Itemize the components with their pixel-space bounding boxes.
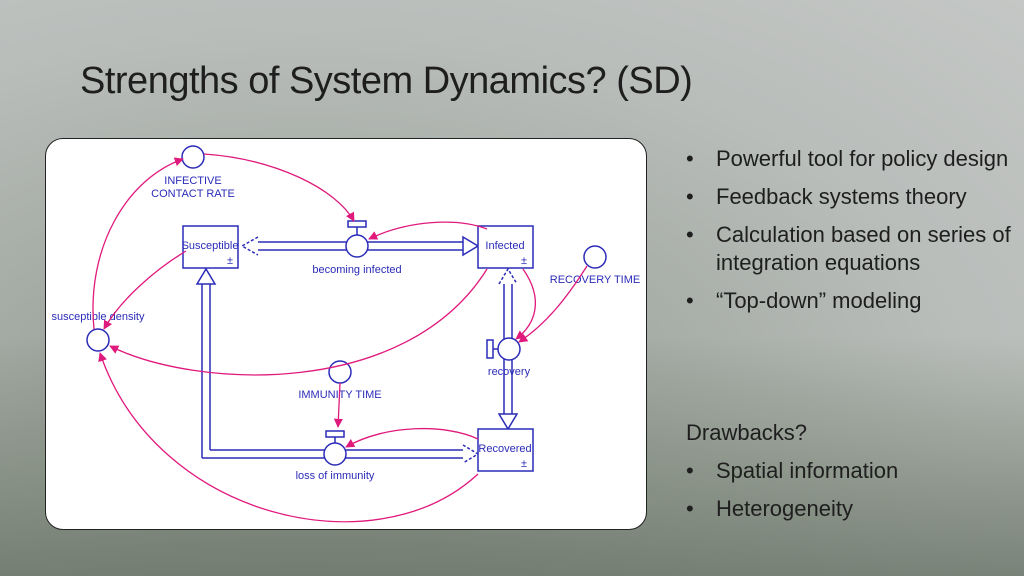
stock-recovered-sign: ± [521, 458, 527, 470]
diagram-canvas: Susceptible ± Infected ± Recovered ± bec… [52, 145, 640, 523]
link-contact-rate-to-becoming-infected [203, 153, 355, 222]
link-infected-to-density [109, 268, 488, 376]
aux-infective-contact-rate [181, 145, 205, 169]
strength-item: Feedback systems theory [686, 183, 1016, 211]
link-recovered-to-density [98, 352, 479, 523]
strength-item: “Top-down” modeling [686, 287, 1016, 315]
link-infected-to-becoming-infected [368, 221, 488, 240]
stock-susceptible-label: Susceptible [182, 240, 239, 252]
flow-valve-loss-of-immunity [323, 430, 347, 466]
stock-infected-label: Infected [485, 240, 524, 252]
slide-title: Strengths of System Dynamics? (SD) [80, 60, 693, 102]
aux-infective-contact-rate-label-2: CONTACT RATE [151, 188, 235, 200]
drawback-item: Heterogeneity [686, 495, 1016, 523]
stock-susceptible: Susceptible ± [182, 225, 239, 269]
stock-recovered-label: Recovered [478, 443, 531, 455]
link-infected-to-recovery [515, 268, 537, 340]
stock-recovered: Recovered ± [477, 428, 534, 472]
strengths-list: Powerful tool for policy design Feedback… [686, 145, 1016, 325]
drawback-item: Spatial information [686, 457, 1016, 485]
drawbacks-heading: Drawbacks? [686, 420, 808, 445]
flow-valve-recovery [486, 337, 521, 361]
aux-recovery-time-label: RECOVERY TIME [550, 274, 640, 286]
stock-flow-diagram: Susceptible ± Infected ± Recovered ± bec… [45, 138, 647, 530]
link-recovered-to-loss [345, 427, 479, 448]
link-immunity-time-to-loss [333, 382, 343, 428]
link-susceptible-to-density [103, 250, 187, 330]
flow-becoming-infected-label: becoming infected [312, 264, 401, 276]
aux-infective-contact-rate-label-1: INFECTIVE [164, 175, 221, 187]
aux-susceptible-density-label: susceptible density [52, 311, 145, 323]
flow-loss-of-immunity-label: loss of immunity [296, 470, 375, 482]
strength-item: Calculation based on series of integrati… [686, 221, 1016, 277]
drawbacks-list: Spatial information Heterogeneity [686, 457, 1016, 533]
link-recovery-time-to-recovery [518, 265, 588, 343]
aux-recovery-time [583, 245, 607, 269]
flow-recovery-label: recovery [488, 366, 531, 378]
stock-susceptible-sign: ± [227, 255, 233, 267]
stock-infected-sign: ± [521, 255, 527, 267]
flow-valve-becoming-infected [345, 220, 369, 258]
strength-item: Powerful tool for policy design [686, 145, 1016, 173]
link-density-to-contact-rate [92, 157, 184, 330]
aux-susceptible-density [86, 328, 110, 352]
stock-infected: Infected ± [477, 225, 534, 269]
